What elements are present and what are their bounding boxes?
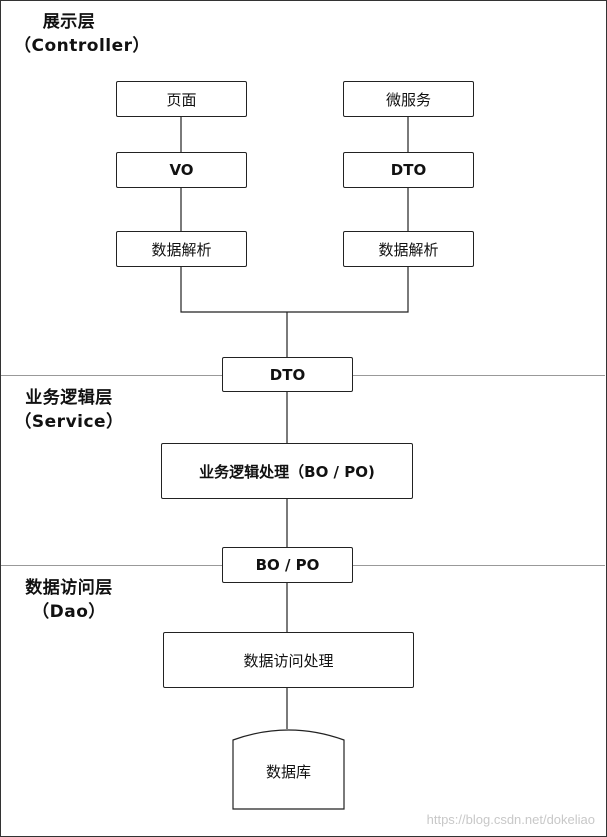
layer-label-dao: 数据访问层 （Dao） [10, 576, 128, 624]
node-business-logic: 业务逻辑处理（BO / PO) [161, 443, 413, 499]
layer-label-service: 业务逻辑层 （Service） [10, 386, 128, 434]
node-vo: VO [116, 152, 247, 188]
watermark: https://blog.csdn.net/dokeliao [426, 812, 595, 827]
node-database: 数据库 [265, 763, 311, 781]
layer-label-controller: 展示层 （Controller） [14, 10, 151, 58]
node-dto-center: DTO [222, 357, 353, 392]
layer-subtitle: （Service） [14, 412, 124, 432]
node-parse-left: 数据解析 [116, 231, 247, 267]
node-bo-po: BO / PO [222, 547, 353, 583]
node-data-access: 数据访问处理 [163, 632, 414, 688]
connector-parse-merge [180, 267, 409, 313]
layer-title: 业务逻辑层 [25, 388, 113, 408]
node-page: 页面 [116, 81, 247, 117]
node-parse-right: 数据解析 [343, 231, 474, 267]
layer-title: 数据访问层 [25, 578, 113, 598]
layer-title: 展示层 [42, 12, 96, 32]
layer-subtitle: （Controller） [14, 36, 151, 56]
layer-subtitle: （Dao） [32, 602, 106, 622]
node-microservice: 微服务 [343, 81, 474, 117]
database-shape [232, 729, 345, 810]
node-dto-left: DTO [343, 152, 474, 188]
